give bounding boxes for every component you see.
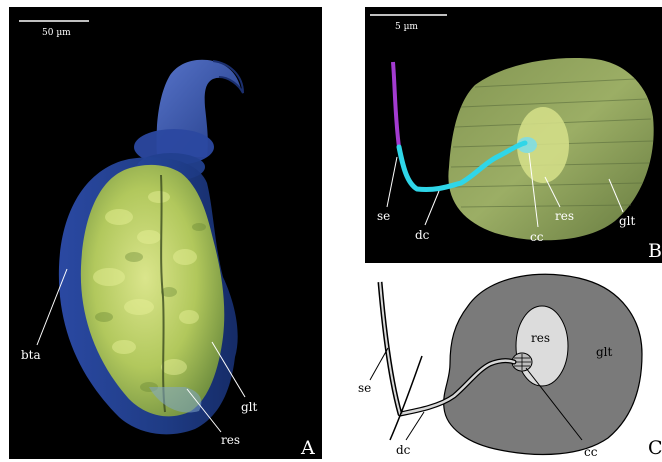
seta-se bbox=[393, 62, 399, 147]
panel-letter-a: A bbox=[300, 437, 315, 459]
label-res: res bbox=[531, 331, 550, 345]
label-res: res bbox=[555, 209, 574, 223]
label-dc: dc bbox=[396, 443, 411, 457]
label-se: se bbox=[358, 381, 371, 395]
label-glt: glt bbox=[596, 345, 613, 359]
label-cc: cc bbox=[530, 230, 544, 244]
pointer-se bbox=[370, 348, 388, 380]
panel-c-figure: se dc cc res glt C bbox=[350, 268, 662, 462]
label-glt: glt bbox=[241, 400, 258, 414]
reservoir-res bbox=[516, 306, 568, 386]
scale-bar-label: 5 µm bbox=[395, 22, 418, 32]
label-glt: glt bbox=[619, 214, 636, 228]
seta-se bbox=[380, 282, 400, 414]
panel-a-figure: 50 µm bbox=[9, 7, 322, 459]
label-dc: dc bbox=[415, 228, 430, 242]
panel-c-schematic: se dc cc res glt C bbox=[350, 268, 662, 462]
label-res: res bbox=[221, 433, 240, 447]
panel-letter-b: B bbox=[648, 240, 662, 262]
panel-b-3d-duct-reconstruction: 5 µm se dc cc res glt B bbox=[365, 7, 662, 263]
scale-bar-label: 50 µm bbox=[42, 28, 71, 38]
panel-a-3d-gland-reconstruction: 50 µm bbox=[9, 7, 322, 459]
pointer-dc bbox=[406, 412, 424, 440]
label-bta: bta bbox=[21, 348, 41, 362]
label-se: se bbox=[377, 209, 390, 223]
panel-letter-c: C bbox=[648, 437, 662, 459]
pointer-dc bbox=[425, 191, 439, 225]
pointer-se bbox=[387, 157, 397, 207]
label-cc: cc bbox=[584, 445, 598, 459]
panel-b-figure: 5 µm se dc cc res glt B bbox=[365, 7, 662, 263]
